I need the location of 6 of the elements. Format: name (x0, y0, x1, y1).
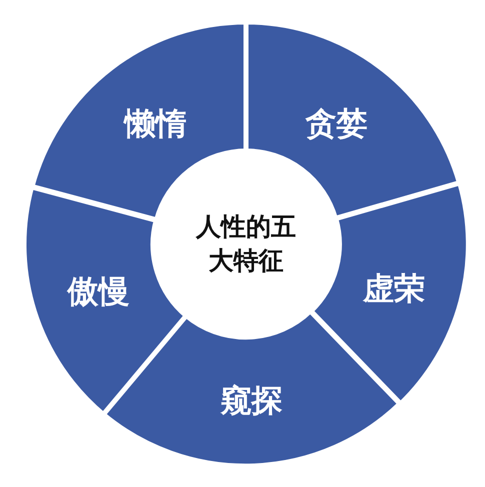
segment-label: 虚荣 (363, 272, 426, 306)
segment-label: 懒惰 (124, 107, 187, 142)
segment-label: 窥探 (220, 384, 282, 418)
center-title: 人性的五大特征 (194, 211, 297, 277)
segment-label: 傲慢 (68, 274, 130, 309)
segment-label: 贪婪 (305, 107, 368, 142)
